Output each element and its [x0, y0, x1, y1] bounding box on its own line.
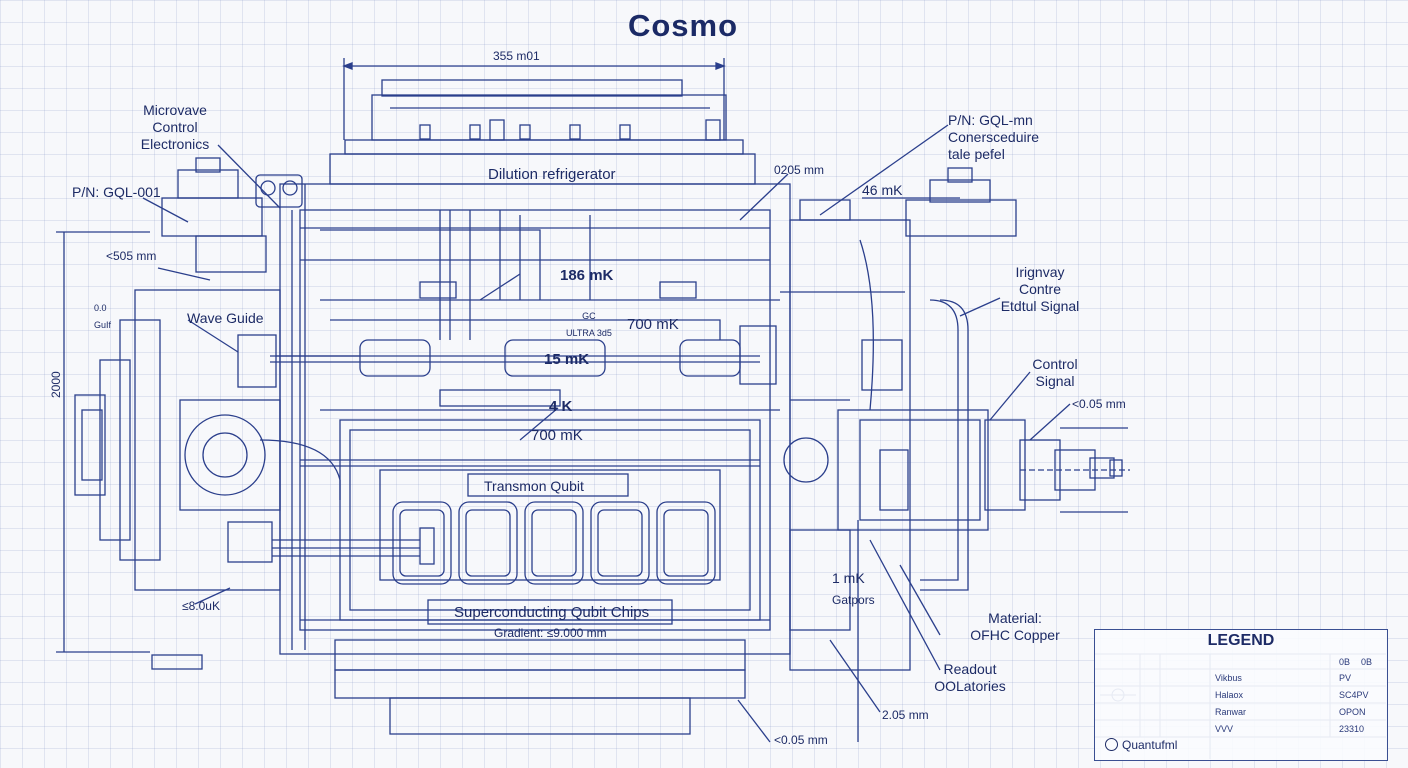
legend-row-value: OPON: [1339, 707, 1366, 717]
label-gatpors: Gatpors: [832, 593, 875, 607]
legend-footer: Quantufml: [1105, 738, 1177, 752]
legend-header-0: 0B: [1339, 657, 1351, 667]
legend-row-value: SC4PV: [1339, 690, 1369, 700]
label-stage-4k: 4 K: [549, 398, 573, 415]
legend-row-name: Halaox: [1215, 690, 1244, 700]
legend-row-value: 23310: [1339, 724, 1365, 734]
dimension-top: 355 m01: [493, 49, 540, 63]
dimension-left-height: 2000: [49, 371, 63, 398]
label-part-number-left: P/N: GQL-001: [72, 184, 161, 200]
label-stage-700mk-lower: 700 mK: [531, 427, 583, 444]
dimension-d4: <0.05 mm: [774, 733, 828, 747]
legend-title: LEGEND: [1207, 632, 1275, 649]
legend-box: LEGEND 0B 0B Vikbus PV Halaox SC4PV Ranw…: [1094, 629, 1388, 761]
label-part-number-right: P/N: GQL-mn Conersceduire tale pefel: [948, 112, 1040, 162]
label-control-signal: Control Signal: [1032, 356, 1078, 389]
legend-row-name: Vikbus: [1215, 673, 1242, 683]
label-wave-guide: Wave Guide: [187, 310, 264, 326]
dimension-d5: 2.05 mm: [882, 708, 929, 722]
diagram-title: Cosmo: [627, 8, 739, 43]
dimension-d6: ≤8.0uK: [182, 599, 220, 613]
legend-row: Vikbus PV: [1213, 670, 1385, 686]
legend-row: Halaox SC4PV: [1213, 687, 1385, 703]
label-stage-46mk: 46 mK: [862, 182, 903, 198]
label-stage-186mk: 186 mK: [560, 267, 614, 284]
label-microwave-control: Microvave Control Electronics: [140, 102, 210, 152]
label-stage-700mk-upper: 700 mK: [627, 316, 679, 333]
label-transmon-qubit: Transmon Qubit: [484, 478, 584, 494]
dimension-d7: Gradient: ≤9.000 mm: [494, 626, 607, 640]
label-intraway-signal: Irignvay Contre Etdtul Signal: [1000, 264, 1080, 314]
dimension-d3: <0.05 mm: [1072, 397, 1126, 411]
legend-row-name: VVV: [1215, 724, 1234, 734]
legend-footer-text: Quantufml: [1122, 738, 1178, 752]
label-stage-15mk: 15 mK: [544, 351, 590, 368]
label-tiny-center: GC ULTRA 3d5: [566, 311, 612, 338]
label-stage-1mk: 1 mK: [832, 570, 865, 586]
legend-row: Ranwar OPON: [1213, 704, 1385, 720]
label-readout: Readout OOLatories: [934, 661, 1006, 694]
dimension-d2: <505 mm: [106, 249, 157, 263]
legend-row-name: Ranwar: [1215, 707, 1247, 717]
label-material: Material: OFHC Copper: [970, 610, 1060, 643]
label-qubit-chips: Superconducting Qubit Chips: [454, 604, 650, 621]
legend-row-value: PV: [1339, 673, 1352, 683]
dimension-d1: 0205 mm: [774, 163, 825, 177]
legend-row: VVV 23310: [1213, 721, 1385, 737]
legend-header-1: 0B: [1361, 657, 1373, 667]
magnifier-icon: [1105, 738, 1118, 751]
label-dilution-refrigerator: Dilution refrigerator: [488, 166, 616, 183]
legend-header-row: 0B 0B: [1213, 654, 1385, 670]
label-tiny-left: 0.0 GuIf: [94, 303, 112, 330]
